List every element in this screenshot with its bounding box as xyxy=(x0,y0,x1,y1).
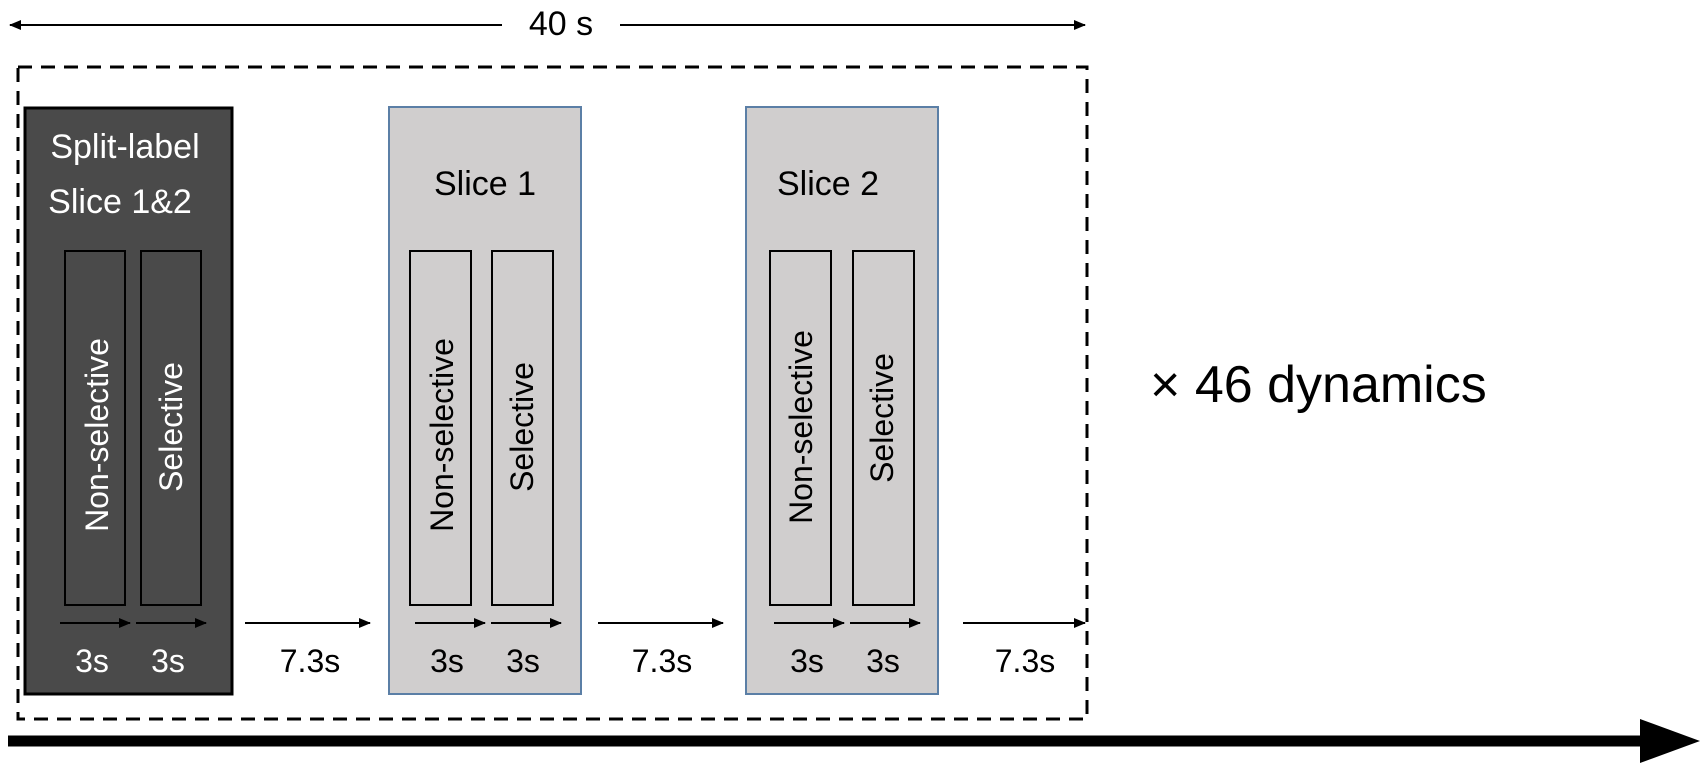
block-slice-1-nonselective-label: Non-selective xyxy=(424,338,460,532)
block-split-label-selective-label: Selective xyxy=(153,362,189,492)
block-slice-2-duration-2: 3s xyxy=(866,643,900,679)
block-slice-2-bg xyxy=(745,106,939,695)
block-slice-1-bg xyxy=(388,106,582,695)
block-split-label-nonselective-box xyxy=(64,250,126,606)
block-slice-1-selective-label: Selective xyxy=(504,362,540,492)
repeat-count-label: × 46 dynamics xyxy=(1150,356,1487,414)
block-slice-2: Slice 2 Non-selective Selective 3s 3s xyxy=(745,106,939,695)
block-slice-2-duration-1: 3s xyxy=(790,643,824,679)
repetition-box xyxy=(16,65,1089,721)
block-slice-1-title: Slice 1 xyxy=(434,165,536,203)
block-split-label-title-1: Split-label xyxy=(50,128,199,166)
block-split-label-duration-1: 3s xyxy=(75,643,109,679)
block-slice-1-duration-2: 3s xyxy=(506,643,540,679)
time-axis-arrowhead xyxy=(1640,719,1700,763)
gap-label-1: 7.3s xyxy=(280,643,340,679)
block-split-label-selective-box xyxy=(140,250,202,606)
block-slice-2-nonselective-label: Non-selective xyxy=(783,330,819,524)
total-duration-label: 40 s xyxy=(529,5,593,43)
block-split-label-duration-2: 3s xyxy=(151,643,185,679)
block-slice-1-nonselective-box xyxy=(409,250,472,606)
block-split-label-nonselective-label: Non-selective xyxy=(79,338,115,532)
block-slice-1-selective-box xyxy=(491,250,554,606)
gap-label-3: 7.3s xyxy=(995,643,1055,679)
block-slice-2-selective-label: Selective xyxy=(864,353,900,483)
block-slice-1-duration-1: 3s xyxy=(430,643,464,679)
block-split-label-bg xyxy=(23,106,234,696)
block-split-label-title-2: Slice 1&2 xyxy=(48,183,192,221)
block-split-label: Split-label Slice 1&2 Non-selective Sele… xyxy=(23,106,234,696)
block-slice-2-title: Slice 2 xyxy=(777,165,879,203)
block-slice-2-nonselective-box xyxy=(769,250,832,606)
block-slice-1: Slice 1 Non-selective Selective 3s 3s xyxy=(388,106,582,695)
gap-label-2: 7.3s xyxy=(632,643,692,679)
block-slice-2-selective-box xyxy=(852,250,915,606)
